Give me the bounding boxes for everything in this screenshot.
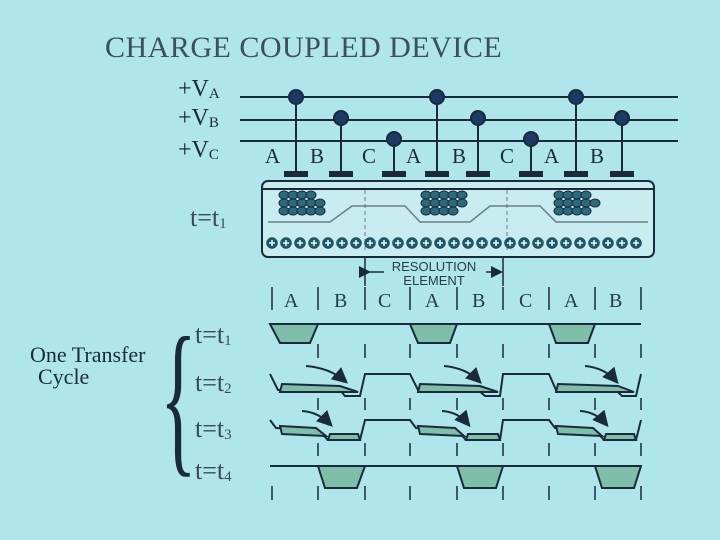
gate-phase-label: C bbox=[362, 144, 377, 168]
rail-label-b-sub: B bbox=[208, 115, 219, 131]
junction-dot bbox=[386, 131, 402, 147]
junction-dot bbox=[429, 89, 445, 105]
cycle-brace: { bbox=[160, 303, 197, 491]
rail-label-a: +VA bbox=[178, 77, 220, 102]
cycle-line-2: Cycle bbox=[38, 364, 90, 389]
timing-phase-label: B bbox=[334, 290, 348, 312]
device-cross-section bbox=[261, 180, 655, 258]
junction-dot bbox=[523, 131, 539, 147]
device-time-label: t=t1 bbox=[190, 205, 227, 232]
voltage-rails bbox=[240, 96, 678, 142]
gate-connections bbox=[288, 89, 630, 172]
junction-dot bbox=[568, 89, 584, 105]
device-time-sub: 1 bbox=[219, 216, 227, 232]
positive-signs bbox=[269, 240, 639, 246]
cycle-line-1: One Transfer bbox=[30, 342, 146, 367]
resolution-line-2: ELEMENT bbox=[403, 273, 465, 288]
time-step-label: t=t4 bbox=[195, 458, 232, 485]
potential-wells-t4 bbox=[270, 465, 643, 489]
time-step-prefix: t=t bbox=[195, 456, 225, 485]
transfer-arrows-t2 bbox=[305, 365, 619, 385]
rail-label-c-prefix: +V bbox=[178, 137, 209, 163]
time-step-sub: 1 bbox=[224, 333, 232, 349]
charge-packet bbox=[420, 190, 468, 216]
rail-label-b-prefix: +V bbox=[178, 105, 209, 131]
rail-label-a-sub: A bbox=[208, 86, 220, 102]
junction-dot bbox=[333, 110, 349, 126]
timing-separators bbox=[271, 287, 642, 310]
rail-label-a-prefix: +V bbox=[178, 76, 209, 102]
timing-phase-label: B bbox=[609, 290, 623, 312]
time-step-sub: 2 bbox=[224, 381, 232, 397]
gate-phase-label: C bbox=[500, 144, 515, 168]
potential-wells-t2 bbox=[269, 373, 642, 397]
timing-phase-label: A bbox=[284, 290, 299, 312]
charge-packet bbox=[553, 190, 601, 216]
timing-phase-label: A bbox=[564, 290, 579, 312]
gate-phase-label: A bbox=[265, 144, 281, 168]
gate-phase-label: A bbox=[406, 144, 422, 168]
time-step-label: t=t3 bbox=[195, 416, 232, 443]
diagram-title: CHARGE COUPLED DEVICE bbox=[105, 31, 503, 64]
device-time-prefix: t=t bbox=[190, 203, 220, 232]
time-step-prefix: t=t bbox=[195, 414, 225, 443]
depletion-boundary bbox=[268, 205, 648, 223]
timing-ticks bbox=[271, 344, 642, 500]
rail-label-c-sub: C bbox=[208, 147, 219, 163]
potential-wells-t3 bbox=[269, 419, 642, 441]
rail-label-c: +VC bbox=[178, 138, 219, 163]
time-step-sub: 4 bbox=[224, 469, 232, 485]
resolution-dimension bbox=[359, 256, 504, 286]
gate-electrodes bbox=[284, 171, 634, 177]
timing-phase-label: C bbox=[519, 290, 533, 312]
transfer-arrows-t3 bbox=[301, 409, 609, 428]
time-step-prefix: t=t bbox=[195, 368, 225, 397]
timing-phase-label: C bbox=[378, 290, 392, 312]
gate-phase-label: B bbox=[310, 144, 325, 168]
gate-phase-label: B bbox=[452, 144, 467, 168]
time-step-sub: 3 bbox=[224, 427, 232, 443]
resolution-line-1: RESOLUTION bbox=[391, 259, 477, 274]
gate-phase-label: A bbox=[544, 144, 560, 168]
potential-wells-t1 bbox=[268, 323, 641, 344]
timing-phase-label: B bbox=[472, 290, 486, 312]
junction-dot bbox=[470, 110, 486, 126]
rail-label-b: +VB bbox=[178, 106, 219, 131]
junction-dot bbox=[614, 110, 630, 126]
gate-phase-label: B bbox=[590, 144, 605, 168]
junction-dot bbox=[288, 89, 304, 105]
timing-phase-label: A bbox=[425, 290, 440, 312]
time-step-prefix: t=t bbox=[195, 320, 225, 349]
transfer-cycle-label: One Transfer Cycle bbox=[30, 344, 146, 388]
resolution-element-label: RESOLUTION ELEMENT bbox=[384, 260, 484, 288]
time-step-label: t=t2 bbox=[195, 370, 232, 397]
charge-packet bbox=[278, 190, 326, 216]
time-step-label: t=t1 bbox=[195, 322, 232, 349]
